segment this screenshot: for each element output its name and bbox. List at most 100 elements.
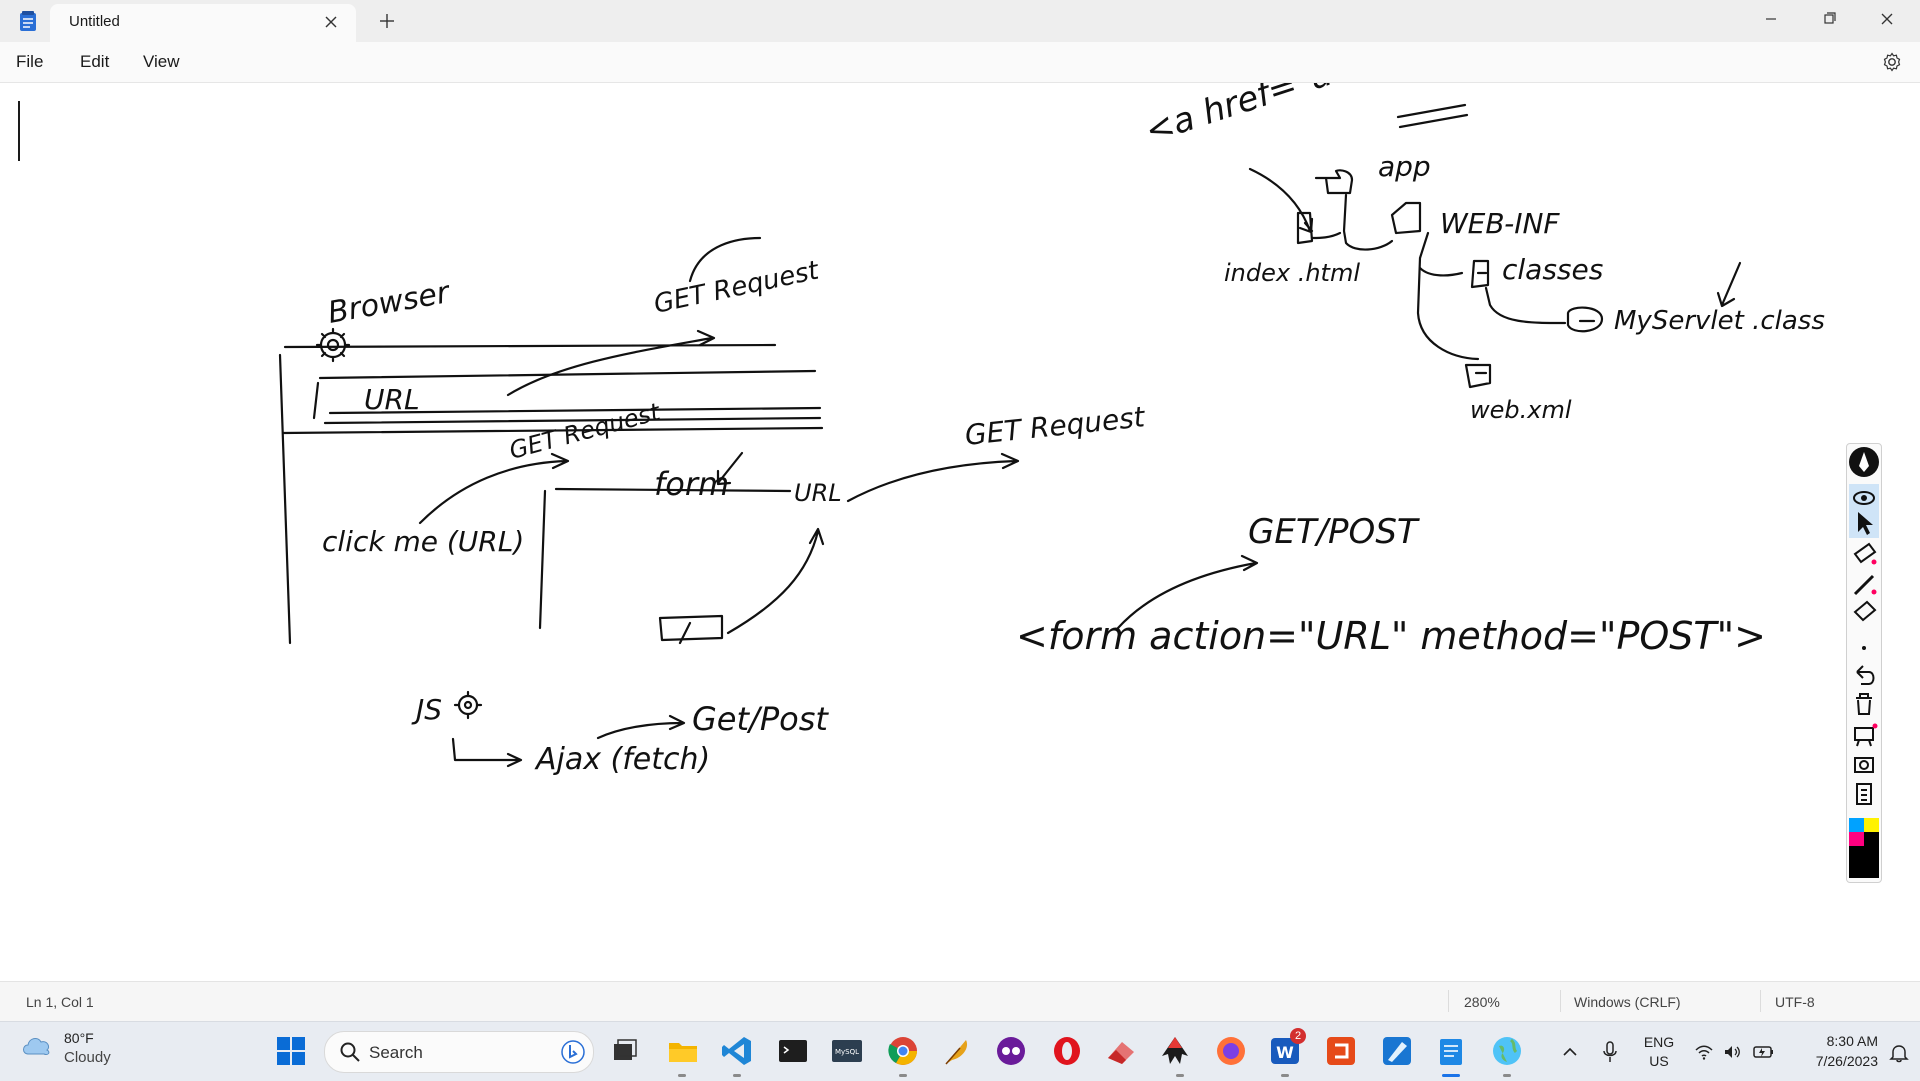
running-indicator (1281, 1074, 1289, 1077)
palette-icon[interactable] (1849, 818, 1879, 878)
cloud-icon (23, 1037, 50, 1055)
vpn-icon[interactable] (994, 1034, 1028, 1068)
trash-icon[interactable] (1856, 693, 1872, 715)
get-curve (688, 236, 762, 283)
hw-url-mid: URL (794, 479, 842, 507)
tree-servlet-arrow (1716, 261, 1742, 308)
urlbar-line (328, 406, 822, 415)
clock-date[interactable]: 7/26/2023 (1815, 1053, 1878, 1069)
svg-text:MySQL: MySQL (835, 1048, 859, 1056)
hw-url-bar: URL (364, 383, 420, 416)
js-gear (453, 690, 483, 720)
highlighter-icon[interactable] (1853, 542, 1877, 564)
hw-click-me: click me (URL) (322, 525, 524, 558)
windows-start-icon[interactable] (274, 1034, 308, 1068)
globe-icon[interactable] (1490, 1034, 1524, 1068)
maximize-icon[interactable] (1806, 0, 1852, 42)
language-code[interactable]: ENG (1643, 1034, 1675, 1050)
hw-tree-index: index .html (1224, 259, 1360, 287)
zoom-level[interactable]: 280% (1464, 994, 1500, 1010)
opera-icon[interactable] (1050, 1034, 1084, 1068)
terminal-icon[interactable] (776, 1034, 810, 1068)
hw-tree-webxml: web.xml (1470, 396, 1572, 424)
camera-icon[interactable] (1854, 757, 1874, 773)
whiteboard-icon[interactable] (1854, 727, 1874, 747)
tree-webxml-file (1464, 363, 1492, 389)
line-endings[interactable]: Windows (CRLF) (1574, 994, 1681, 1010)
browser-bottom-line (281, 426, 824, 435)
hw-js: JS (411, 693, 442, 726)
eye-icon[interactable] (1853, 491, 1875, 505)
task-view-icon[interactable] (608, 1034, 642, 1068)
file-explorer-icon[interactable] (666, 1034, 700, 1068)
encoding[interactable]: UTF-8 (1775, 994, 1815, 1010)
inkscape-icon[interactable] (1158, 1034, 1192, 1068)
word-app[interactable]: W 2 (1268, 1028, 1306, 1068)
weather-widget[interactable]: 80°F Cloudy (20, 1030, 111, 1066)
volume-icon[interactable] (1722, 1042, 1742, 1062)
cursor-position: Ln 1, Col 1 (26, 994, 94, 1010)
gear-icon[interactable] (1880, 50, 1904, 74)
taskbar-search[interactable]: Search (324, 1031, 594, 1073)
hw-ajax: Ajax (fetch) (534, 742, 710, 777)
close-icon[interactable] (322, 13, 340, 31)
notification-bell-icon[interactable] (1888, 1042, 1910, 1064)
hw-tree-servlet: MyServlet .class (1614, 306, 1825, 336)
bing-icon[interactable] (561, 1040, 585, 1064)
running-indicator (899, 1074, 907, 1077)
running-indicator (678, 1074, 686, 1077)
minimize-icon[interactable] (1748, 0, 1794, 42)
clipboard-icon[interactable] (1856, 783, 1872, 805)
close-window-icon[interactable] (1864, 0, 1910, 42)
hw-get-post-big: GET/POST (1248, 512, 1420, 552)
browser-left-border (278, 353, 292, 645)
feather-icon[interactable] (940, 1034, 974, 1068)
language-region[interactable]: US (1649, 1053, 1669, 1069)
eraser-app-icon[interactable] (1104, 1034, 1138, 1068)
vscode-icon[interactable] (720, 1034, 754, 1068)
tree-webinf-stem (1416, 231, 1480, 361)
paint-icon[interactable] (1380, 1034, 1414, 1068)
eraser-icon[interactable] (1853, 600, 1877, 622)
plus-icon[interactable] (374, 8, 400, 34)
microphone-icon[interactable] (1600, 1040, 1620, 1064)
menu-edit[interactable]: Edit (80, 52, 110, 71)
dot-icon[interactable] (1862, 646, 1866, 650)
menu-view[interactable]: View (143, 52, 180, 71)
tab-title: Untitled (69, 13, 120, 30)
status-divider (1448, 990, 1449, 1012)
ruler-pen-icon[interactable] (1853, 574, 1875, 596)
pointer-icon[interactable] (1858, 512, 1873, 535)
search-icon (340, 1042, 360, 1062)
status-divider (1560, 990, 1561, 1012)
text-editor-area[interactable]: <a href="act.do"> </a> Browser URL GET R… (0, 83, 1920, 981)
browser-top-line (283, 343, 777, 349)
chevron-up-icon[interactable] (1560, 1042, 1580, 1062)
tab-untitled[interactable]: Untitled (50, 4, 356, 42)
notepad-icon[interactable] (1434, 1034, 1468, 1068)
app-red-icon[interactable] (1324, 1034, 1358, 1068)
browser-gear (315, 327, 351, 363)
hw-tree-app: app (1378, 150, 1431, 183)
tree-servlet-branch (1484, 286, 1567, 325)
chrome-icon[interactable] (886, 1034, 920, 1068)
status-divider (1760, 990, 1761, 1012)
mysql-icon[interactable]: MySQL (830, 1034, 864, 1068)
wifi-icon[interactable] (1694, 1042, 1714, 1062)
running-indicator-active (1442, 1074, 1460, 1077)
hw-anchor-tag: <a href="act.do"> </a> (1140, 83, 1555, 152)
clock-time[interactable]: 8:30 AM (1826, 1033, 1878, 1049)
firefox-icon[interactable] (1214, 1034, 1248, 1068)
urlbar-top (318, 369, 817, 380)
battery-icon[interactable] (1752, 1042, 1776, 1062)
undo-icon[interactable] (1856, 665, 1875, 685)
menu-file[interactable]: File (16, 52, 44, 71)
weather-temperature: 80°F (64, 1030, 94, 1046)
word-icon: W (1271, 1038, 1299, 1064)
arrow-into-form (716, 451, 744, 486)
weather-condition: Cloudy (64, 1049, 111, 1066)
tree-classes-branch (1418, 266, 1464, 277)
ink-toolbar (1846, 443, 1882, 883)
tree-app-folder (1314, 169, 1354, 195)
tree-index-arrow (1248, 167, 1314, 234)
